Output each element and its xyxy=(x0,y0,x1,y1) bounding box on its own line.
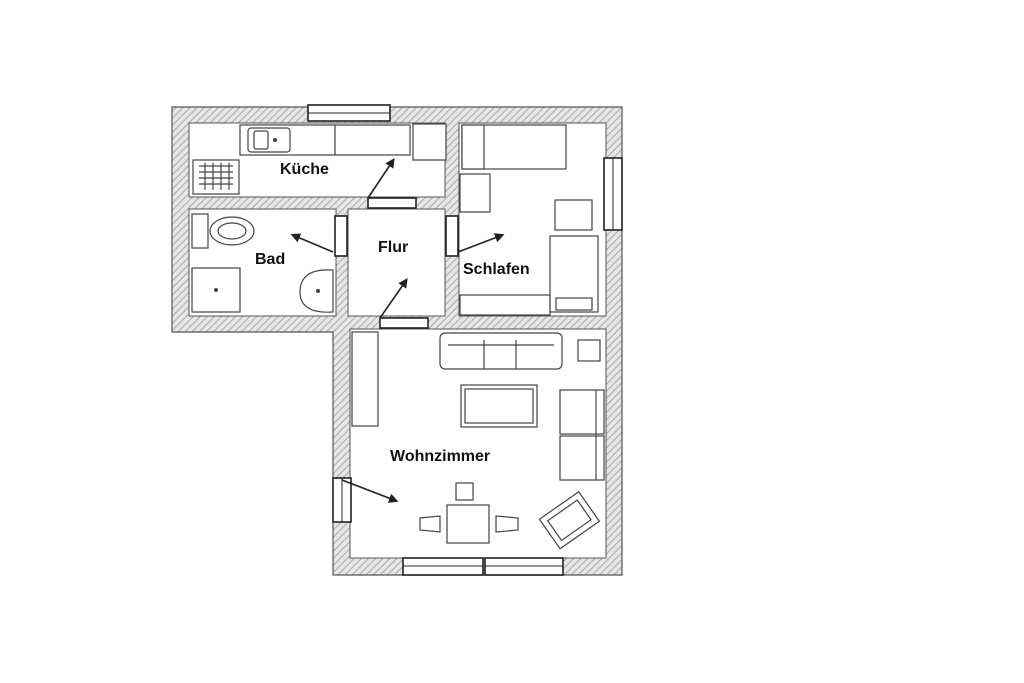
shelf xyxy=(351,331,379,427)
door-arrow-bad xyxy=(290,233,334,253)
door-arrow-wohnzimmer xyxy=(341,479,399,503)
door-arrow-schlafen xyxy=(457,233,505,253)
window-wohnzimmer-west xyxy=(332,477,352,523)
room-label-schlafen: Schlafen xyxy=(463,261,530,278)
room-label-wohnzimmer: Wohnzimmer xyxy=(390,448,490,465)
bedroom-cabinet xyxy=(459,173,491,213)
window-wohnzimmer-left xyxy=(402,557,484,576)
door-bad xyxy=(334,215,348,257)
room-label-kueche: Küche xyxy=(280,161,329,178)
door-schlafen xyxy=(445,215,459,257)
door-wohnzimmer xyxy=(379,317,429,329)
toilet xyxy=(191,213,255,249)
lounge-chair xyxy=(538,490,601,550)
desk xyxy=(459,294,551,316)
room-floor-flur xyxy=(347,208,446,317)
window-kueche xyxy=(307,104,391,122)
room-label-flur: Flur xyxy=(378,239,408,256)
sofa xyxy=(439,332,563,370)
side-table xyxy=(577,339,601,362)
wardrobe xyxy=(461,124,567,170)
bed xyxy=(549,235,599,313)
kitchen-stove xyxy=(192,159,240,195)
window-schlafen xyxy=(603,157,623,231)
armchairs xyxy=(559,389,605,481)
kitchen-fridge xyxy=(412,123,447,161)
shower-tray xyxy=(191,267,241,313)
dining-table xyxy=(419,482,519,544)
door-kueche xyxy=(367,197,417,209)
door-arrow-kueche xyxy=(367,158,395,199)
coffee-table xyxy=(460,384,538,428)
door-arrow-flur xyxy=(379,278,408,319)
kitchen-sink xyxy=(247,127,291,153)
washbasin xyxy=(299,269,334,313)
window-wohnzimmer-right xyxy=(484,557,564,576)
room-label-bad: Bad xyxy=(255,251,285,268)
nightstand xyxy=(554,199,593,231)
